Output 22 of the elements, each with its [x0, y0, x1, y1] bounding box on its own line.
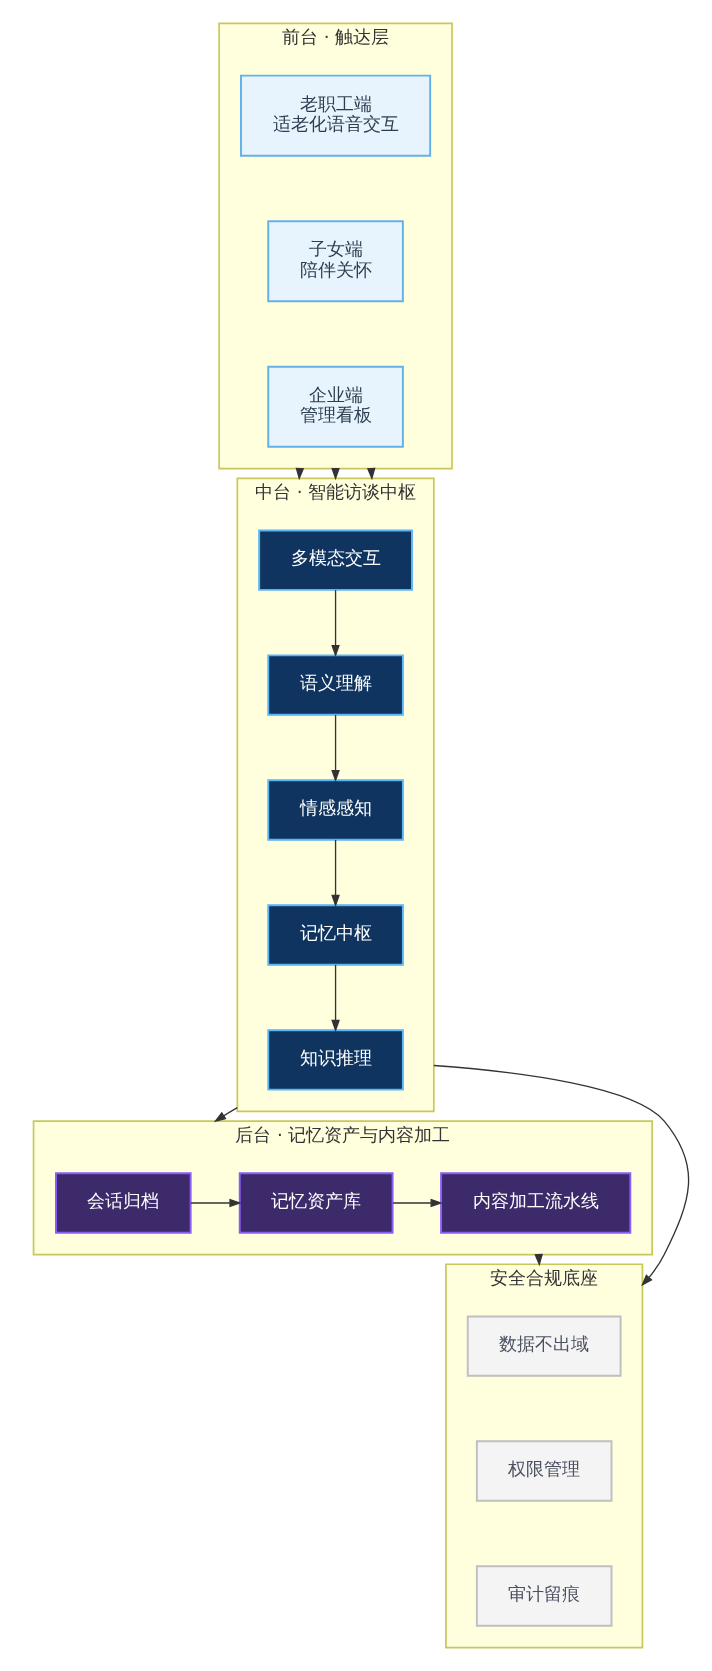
- node-box: 权限管理: [475, 1440, 612, 1502]
- node-box: 知识推理: [266, 1029, 404, 1091]
- node-box: 多模态交互: [257, 529, 413, 591]
- arrow: [330, 839, 340, 908]
- node-box: 审计留痕: [475, 1565, 612, 1627]
- arrow: [432, 1064, 689, 1287]
- arrow: [213, 1106, 238, 1123]
- arrow: [189, 1198, 242, 1208]
- arrow: [330, 714, 340, 783]
- arrow: [330, 589, 340, 658]
- node-box: 语义理解: [266, 654, 404, 716]
- node-box: 内容加工流水线: [439, 1172, 631, 1234]
- node-box: 数据不出域: [466, 1315, 622, 1377]
- node-box: 企业端 管理看板: [266, 365, 404, 448]
- arrow: [391, 1198, 443, 1208]
- node-box: 会话归档: [54, 1172, 192, 1234]
- node-box: 记忆中枢: [266, 904, 404, 966]
- arrow: [330, 964, 340, 1033]
- node-box: 记忆资产库: [238, 1172, 394, 1234]
- node-box: 情感感知: [266, 779, 404, 841]
- node-box: 子女端 陪伴关怀: [266, 220, 404, 303]
- node-box: 老职工端 适老化语音交互: [239, 74, 431, 157]
